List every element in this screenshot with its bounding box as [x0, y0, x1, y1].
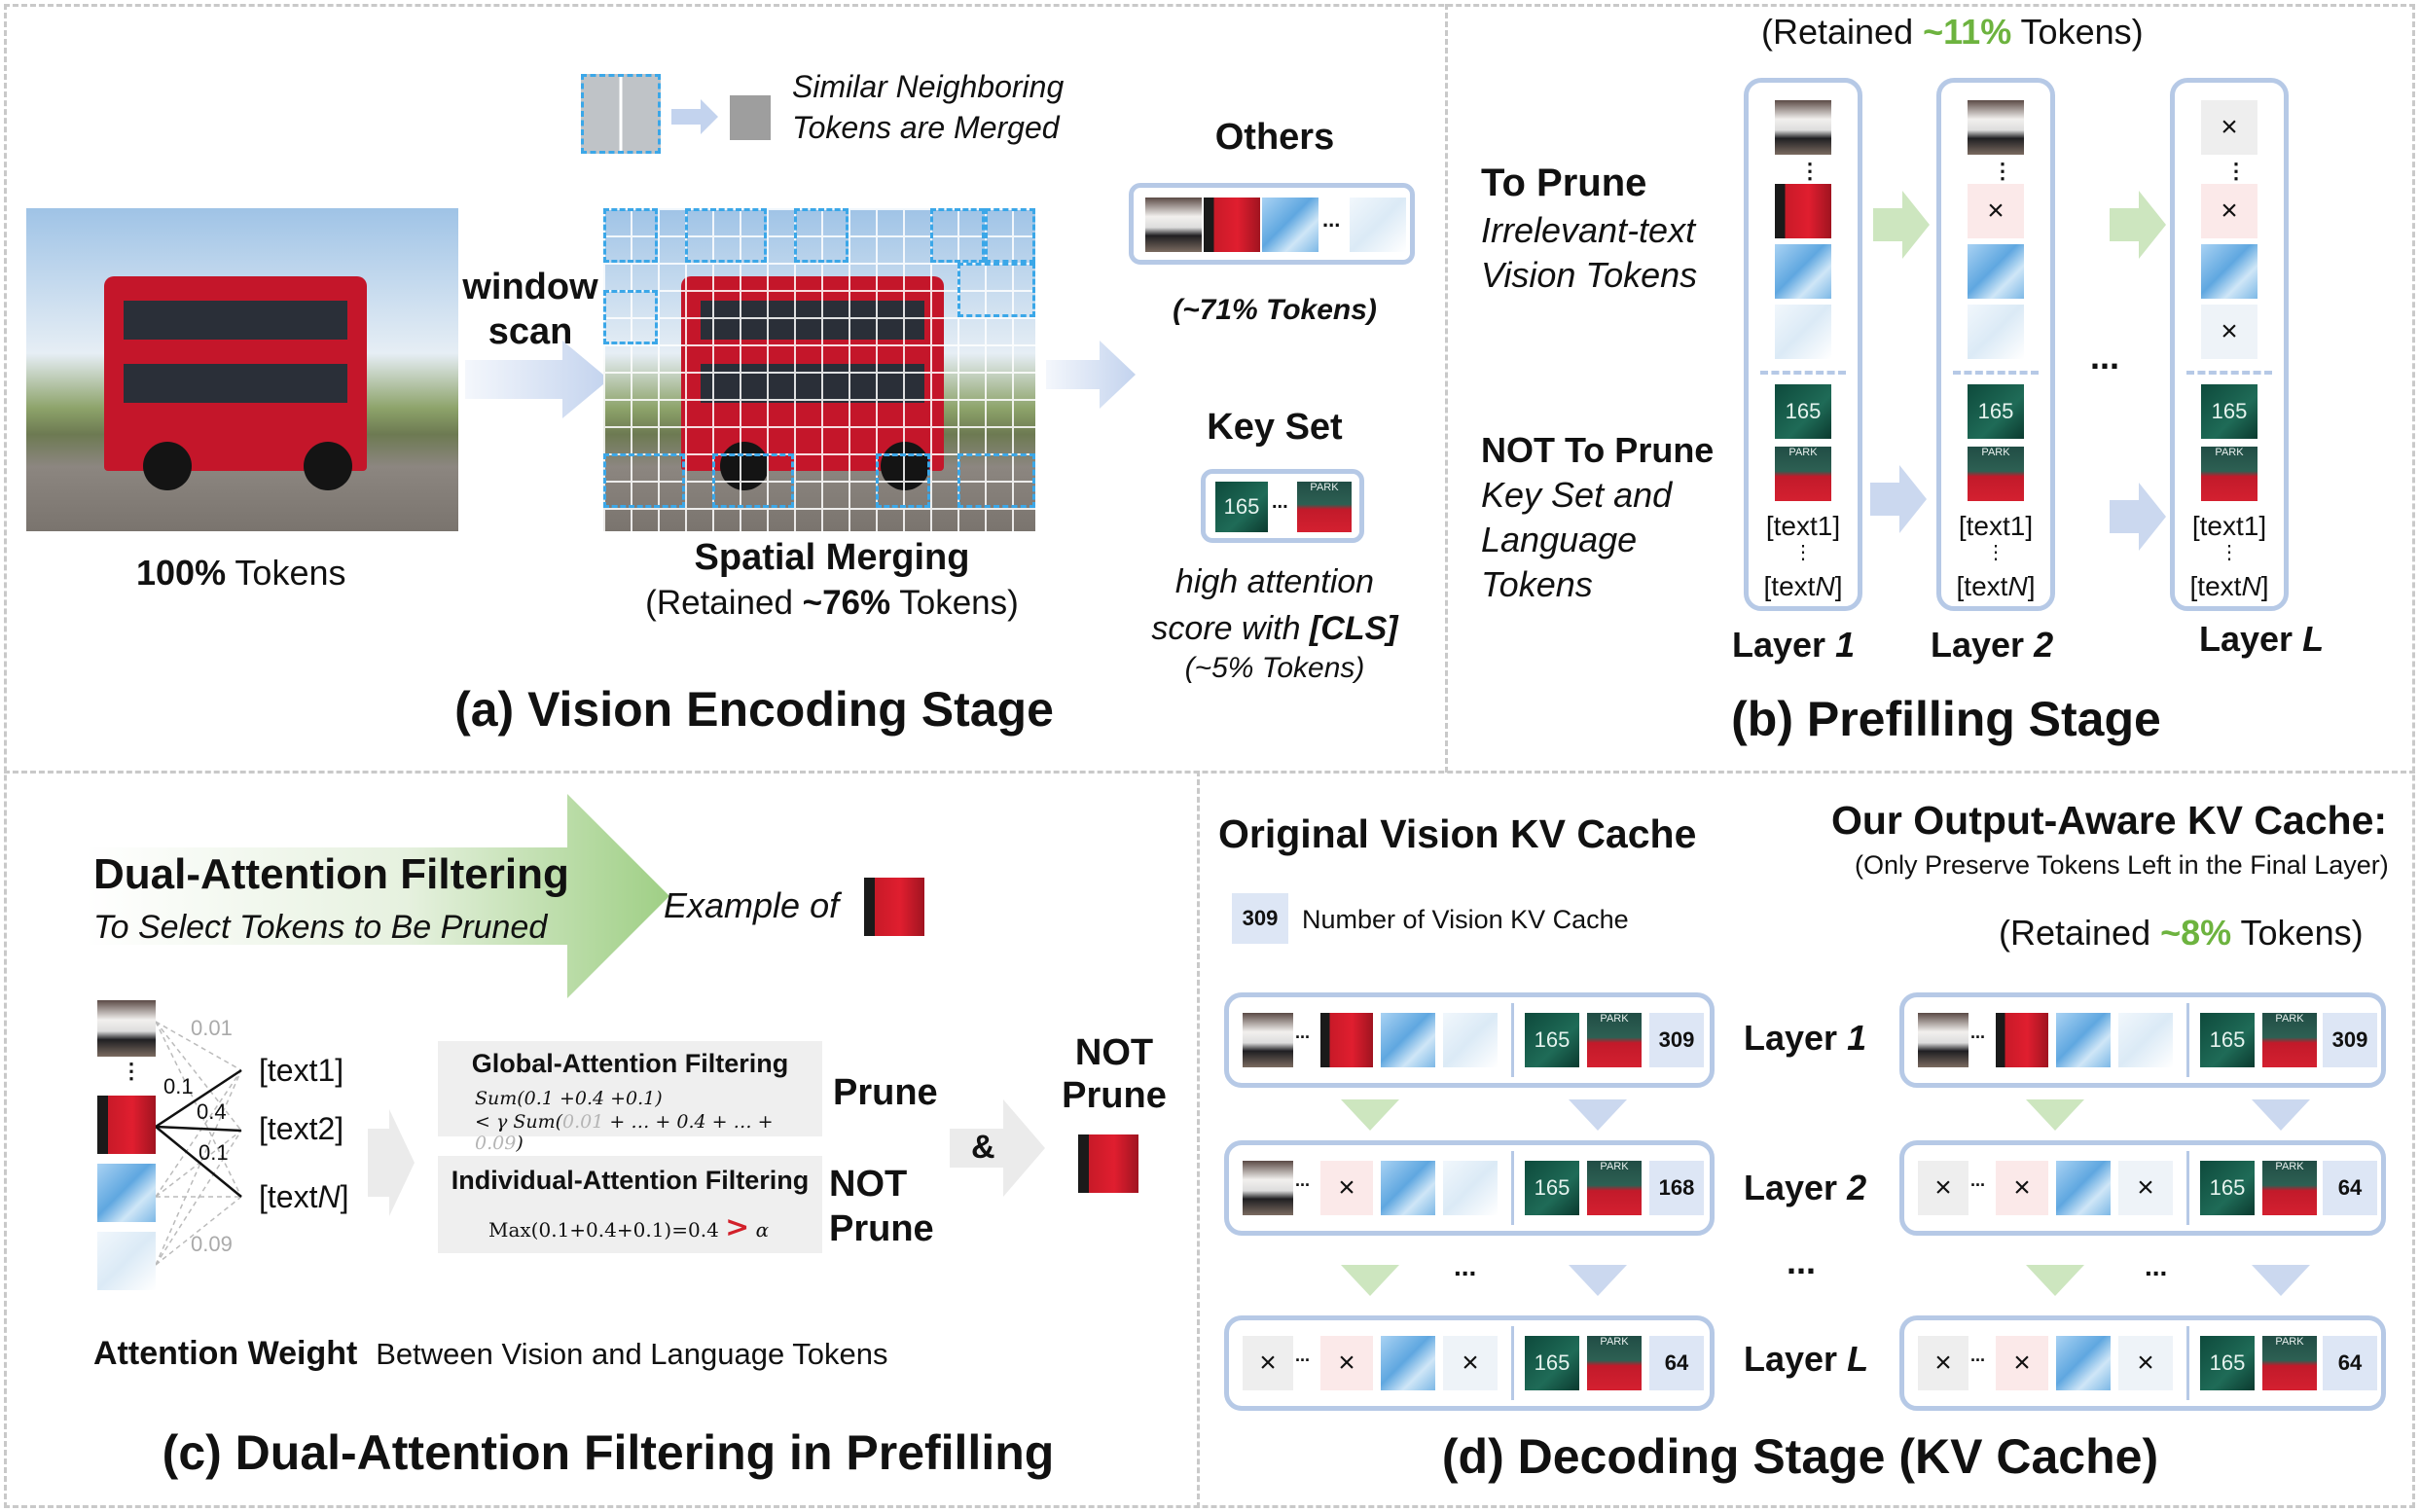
- d-layer-ellipsis: ...: [1787, 1242, 1817, 1281]
- tokens-100-label: 100% Tokens: [136, 553, 346, 593]
- weight-01-b: 0.1: [199, 1140, 229, 1165]
- others-pct: (~71% Tokens): [1173, 294, 1377, 326]
- merge-to-split-arrow: [1046, 341, 1136, 409]
- spatial-merging-sub: (Retained ~76% Tokens): [645, 584, 1019, 622]
- daf-subtitle: To Select Tokens to Be Pruned: [93, 909, 548, 946]
- retained-8-label: (Retained ~8% Tokens): [1999, 913, 2364, 953]
- orig-row-layer-2: ... × 165 PARK 168: [1224, 1140, 1715, 1236]
- d-arrow-green-4: [2026, 1265, 2084, 1296]
- d-ours-ellipsis: ...: [2145, 1251, 2168, 1281]
- layer-ellipsis: ...: [2090, 337, 2120, 377]
- layer-l-label: Layer L: [2199, 619, 2325, 659]
- c-and-arrow: [950, 1099, 1045, 1197]
- c-token-red: [97, 1096, 156, 1154]
- layer-2-label: Layer 2: [1931, 625, 2054, 665]
- panel-b-title: (b) Prefilling Stage: [1731, 692, 2161, 746]
- orig-row-layer-l: × ... × × 165 PARK 64: [1224, 1315, 1715, 1411]
- d-arrow-blue-1: [1569, 1099, 1627, 1131]
- ours-kv-sub: (Only Preserve Tokens Left in the Final …: [1855, 850, 2389, 880]
- d-orig-ellipsis: ...: [1454, 1251, 1477, 1281]
- keep-arrow-1: [1870, 465, 1927, 533]
- c-token-sky: [97, 1164, 156, 1222]
- bus-image-original: [26, 208, 458, 531]
- bus-image-merged-grid: [603, 208, 1035, 531]
- global-filter-box: Global-Attention Filtering Sum(0.1 +0.4 …: [438, 1041, 822, 1154]
- ours-row-layer-2: × ... × × 165 PARK 64: [1899, 1140, 2386, 1236]
- example-of-label: Example of: [664, 885, 840, 925]
- layer-1-column: ⋮ 165 PARK [text1] ⋮ [textN]: [1744, 78, 1862, 611]
- d-layer-2-label: Layer 2: [1744, 1168, 1867, 1207]
- c-text2: [text2]: [259, 1111, 344, 1146]
- outer-border: [4, 4, 2415, 1508]
- c-to-filter-arrow: [368, 1109, 415, 1216]
- panel-a-title: (a) Vision Encoding Stage: [454, 682, 1054, 737]
- merge-legend-arrow: [671, 99, 718, 134]
- ours-row-layer-l: × ... × × 165 PARK 64: [1899, 1315, 2386, 1411]
- attention-lines: [156, 1021, 242, 1266]
- merge-legend-merged-tile: [730, 95, 771, 140]
- retained-11-label: (Retained ~11% Tokens): [1761, 12, 2144, 52]
- d-arrow-green-2: [1341, 1265, 1399, 1296]
- weight-001: 0.01: [191, 1016, 233, 1040]
- c-result-token: [1078, 1134, 1138, 1193]
- legend-count: 309: [1232, 893, 1288, 944]
- d-arrow-blue-2: [1569, 1265, 1627, 1296]
- keyset-token-box: 165 ... PARK: [1201, 469, 1364, 543]
- d-arrow-blue-3: [2252, 1099, 2310, 1131]
- weight-04: 0.4: [197, 1099, 227, 1124]
- d-arrow-blue-4: [2252, 1265, 2310, 1296]
- and-symbol: &: [971, 1129, 995, 1166]
- d-arrow-green-3: [2026, 1099, 2084, 1131]
- orig-kv-title: Original Vision KV Cache: [1218, 811, 1697, 856]
- example-token: [864, 878, 924, 936]
- d-layer-1-label: Layer 1: [1744, 1018, 1867, 1058]
- others-token-box: ...: [1129, 183, 1415, 265]
- c-text1: [text1]: [259, 1053, 344, 1088]
- orig-row-layer-1: ... 165 PARK 309: [1224, 992, 1715, 1088]
- attention-weight-caption: Attention Weight Between Vision and Lang…: [93, 1335, 888, 1372]
- c-prune-label: Prune: [833, 1072, 938, 1113]
- ours-kv-title: Our Output-Aware KV Cache:: [1831, 798, 2388, 843]
- weight-01-a: 0.1: [163, 1074, 194, 1098]
- daf-big-arrow: [86, 794, 669, 998]
- layer-2-column: ⋮ × 165 PARK [text1] ⋮ [textN]: [1936, 78, 2055, 611]
- c-token-bus: [97, 1000, 156, 1057]
- divider-a-b: [1445, 4, 1448, 773]
- divider-top-bottom: [4, 771, 2415, 774]
- panel-d-title: (d) Decoding Stage (KV Cache): [1441, 1429, 2159, 1484]
- c-token-cloud: [97, 1232, 156, 1290]
- daf-title: Dual-Attention Filtering: [93, 850, 569, 898]
- d-layer-l-label: Layer L: [1744, 1339, 1869, 1379]
- prune-arrow-2: [2110, 191, 2166, 259]
- spatial-merging-title: Spatial Merging: [694, 537, 970, 578]
- window-scan-arrow: [465, 341, 609, 418]
- keyset-label: Key Set: [1207, 407, 1343, 448]
- others-label: Others: [1214, 117, 1335, 158]
- layer-1-label: Layer 1: [1732, 625, 1856, 665]
- keyset-desc: high attention score with [CLS]: [1151, 563, 1398, 647]
- weight-009: 0.09: [191, 1232, 233, 1256]
- individual-filter-box: Individual-Attention Filtering Max(0.1+0…: [438, 1156, 822, 1253]
- not-prune-label: NOT To Prune: [1481, 430, 1715, 470]
- merge-legend-tile: [581, 74, 661, 154]
- layer-l-column: × ⋮ × × 165 PARK [text1] ⋮ [textN]: [2170, 78, 2289, 611]
- keyset-pct: (~5% Tokens): [1184, 652, 1365, 684]
- c-vdots: ⋮: [121, 1059, 142, 1083]
- prune-arrow-1: [1873, 191, 1930, 259]
- legend-text: Number of Vision KV Cache: [1302, 905, 1629, 934]
- keep-arrow-2: [2110, 483, 2166, 551]
- to-prune-label: To Prune: [1481, 162, 1647, 204]
- c-textN: [textN]: [259, 1179, 349, 1214]
- panel-c-title: (c) Dual-Attention Filtering in Prefilli…: [162, 1425, 1055, 1480]
- d-arrow-green-1: [1341, 1099, 1399, 1131]
- ours-row-layer-1: ... 165 PARK 309: [1899, 992, 2386, 1088]
- divider-c-d: [1197, 771, 1200, 1508]
